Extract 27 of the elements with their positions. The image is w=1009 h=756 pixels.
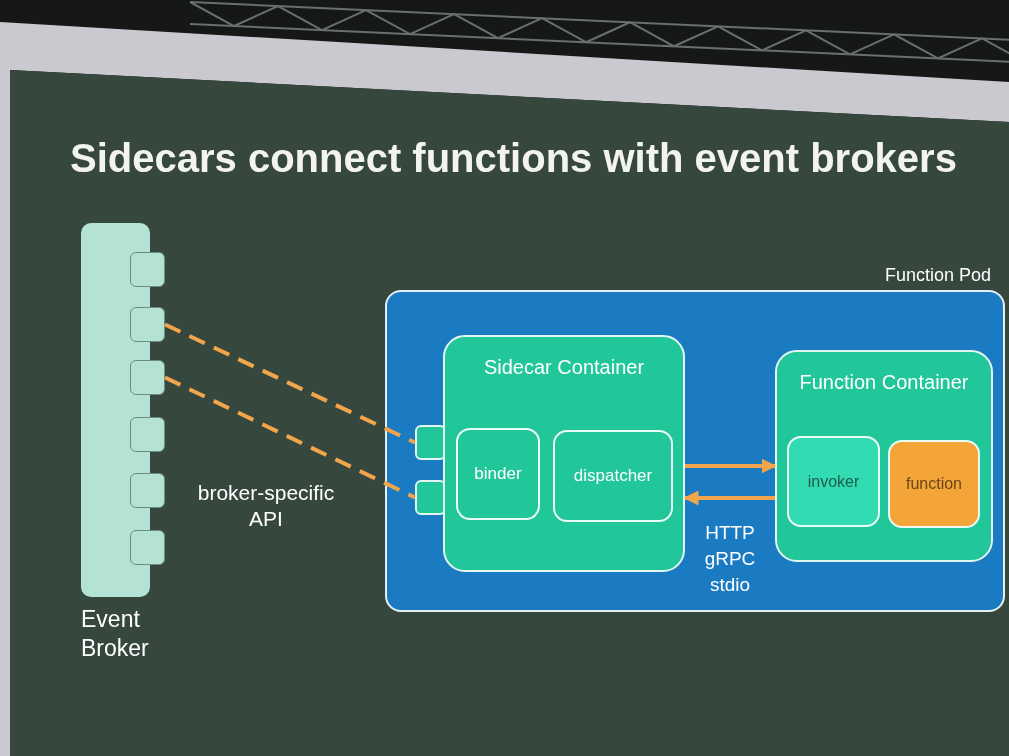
arrow xyxy=(683,490,775,506)
port-box xyxy=(130,360,165,395)
protocol-label: HTTP gRPC stdio xyxy=(703,521,757,597)
annotation-text: broker-specific API xyxy=(196,480,336,532)
port-box xyxy=(130,417,165,452)
component-box xyxy=(787,436,880,527)
container-title: Function Container xyxy=(799,370,969,394)
port-box xyxy=(130,252,165,287)
port-box xyxy=(130,307,165,342)
component-label: function xyxy=(905,474,962,494)
component-box xyxy=(456,428,540,520)
slide-title: Sidecars connect functions with event brokers xyxy=(70,136,957,181)
dashed-connector-line xyxy=(164,322,416,445)
container-title: Sidecar Container xyxy=(483,355,645,379)
port-box xyxy=(130,530,165,565)
port-box xyxy=(130,473,165,508)
broker-label: Event Broker xyxy=(81,605,150,663)
dashed-connector-line xyxy=(164,375,416,500)
component-box xyxy=(553,430,673,522)
arrow xyxy=(685,458,777,474)
container-box xyxy=(443,335,685,572)
component-label: binder xyxy=(474,463,522,485)
component-label: dispatcher xyxy=(573,465,653,487)
pod-label: Function Pod xyxy=(884,264,991,286)
component-box xyxy=(888,440,980,528)
component-label: invoker xyxy=(807,471,860,492)
container-box xyxy=(775,350,993,562)
